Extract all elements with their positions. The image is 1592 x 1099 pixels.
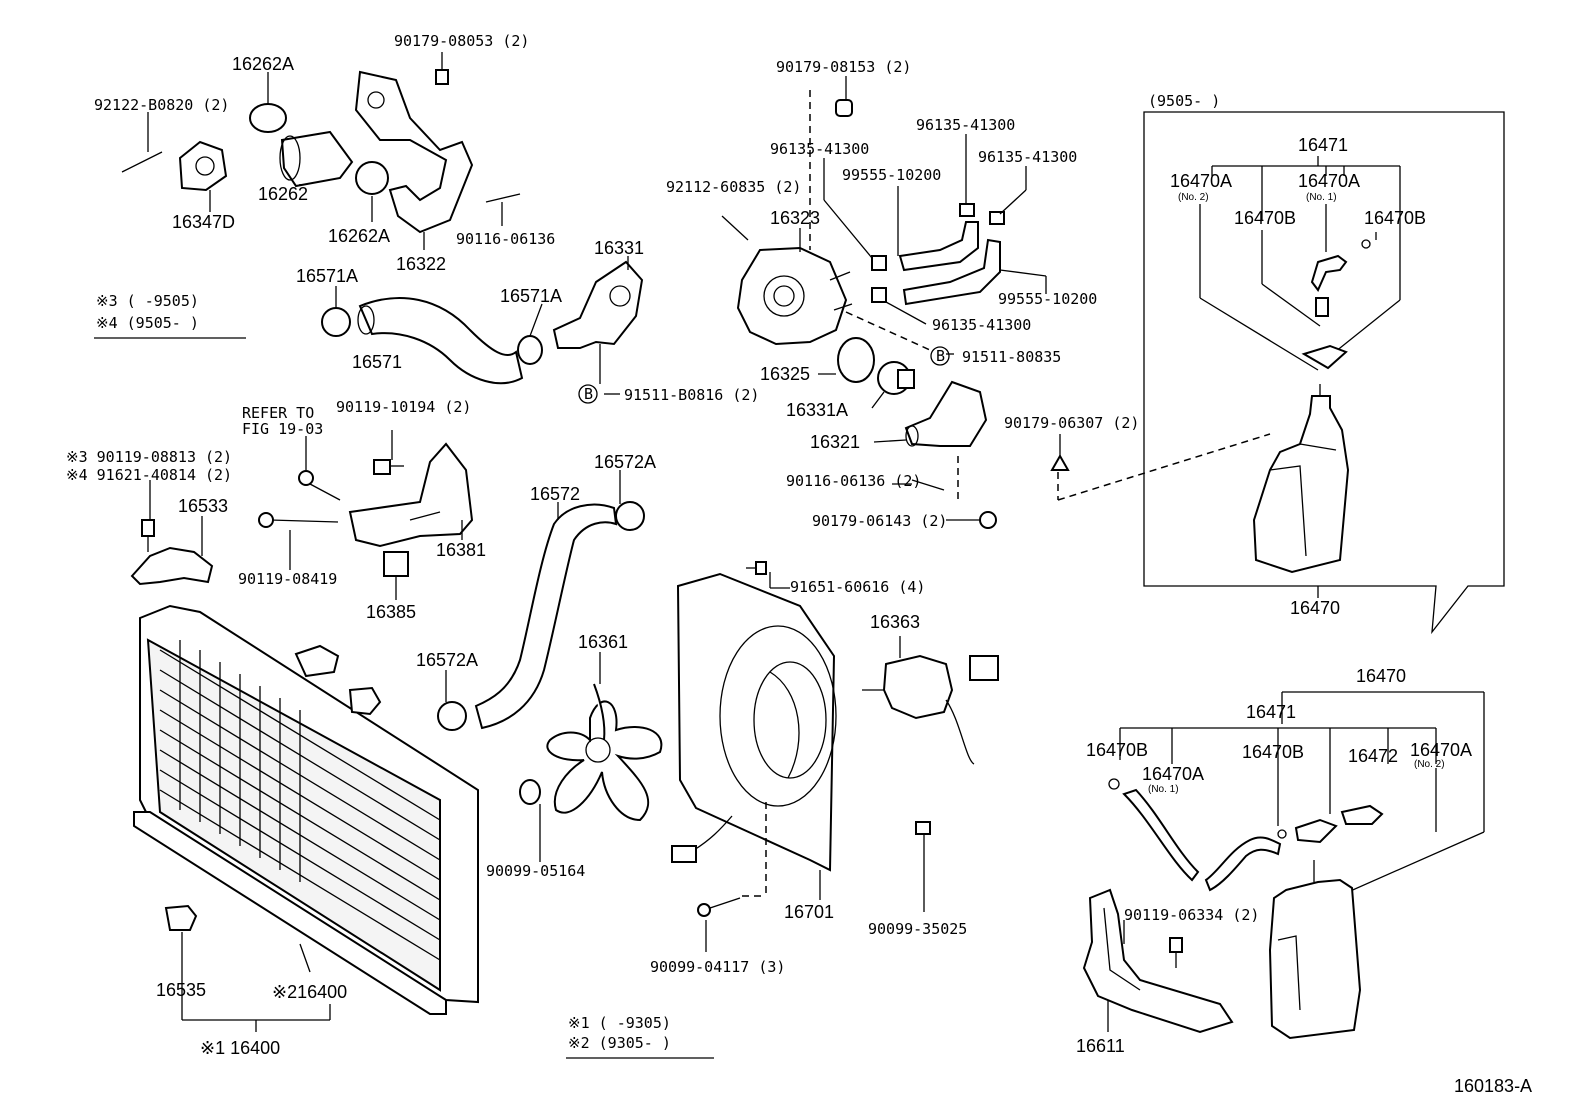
inset-label-16470A-no1: 16470A (1298, 171, 1360, 191)
inset-label-16470A-no2: 16470A (1170, 171, 1232, 191)
label-16571A-left: 16571A (296, 266, 358, 286)
label-16385: 16385 (366, 602, 416, 622)
note-4-dates: ※4 (9505- ) (96, 314, 199, 332)
diagram-id: 160183-A (1454, 1076, 1532, 1096)
label-16572A-top: 16572A (594, 452, 656, 472)
radiator-group (133, 604, 479, 1032)
radiator-core-fins (159, 640, 441, 961)
thermostat-housing-group (721, 76, 1271, 529)
label-16322: 16322 (396, 254, 446, 274)
label-90099-05164: 90099-05164 (486, 862, 585, 880)
label-16611: 16611 (1076, 1036, 1125, 1056)
fan-shroud-group (519, 561, 999, 952)
label-refer-fig: FIG 19-03 (242, 420, 323, 438)
label-90119-08419: 90119-08419 (238, 570, 337, 588)
label-96135-41300-d: 96135-41300 (932, 316, 1031, 334)
label-circle-b-2: B (584, 385, 593, 403)
label-16572A-bottom: 16572A (416, 650, 478, 670)
label-16361: 16361 (578, 632, 628, 652)
label-16363: 16363 (870, 612, 920, 632)
lower-hose-group (437, 470, 645, 731)
label-90099-35025: 90099-35025 (868, 920, 967, 938)
label-90119-08813: ※3 90119-08813 (2) (66, 448, 232, 466)
label-16262A-bottom: 16262A (328, 226, 390, 246)
label-96135-41300-b: 96135-41300 (770, 140, 869, 158)
label-16535: 16535 (156, 980, 206, 1000)
inset-label-16470B-a: 16470B (1234, 208, 1296, 228)
label-16572: 16572 (530, 484, 580, 504)
label-16571A-right: 16571A (500, 286, 562, 306)
label-90179-08153: 90179-08153 (2) (776, 58, 911, 76)
lower-label-16470: 16470 (1356, 666, 1406, 686)
label-16331A: 16331A (786, 400, 848, 420)
label-circle-b-1: B (936, 347, 945, 365)
label-92122-B0820: 92122-B0820 (2) (94, 96, 229, 114)
inlet-hose-group (321, 256, 644, 395)
inset-label-16470B-b: 16470B (1364, 208, 1426, 228)
label-16571: 16571 (352, 352, 402, 372)
label-90119-06334: 90119-06334 (2) (1124, 906, 1259, 924)
note-2-dates: ※2 (9305- ) (568, 1034, 671, 1052)
lower-label-16470B-b: 16470B (1242, 742, 1304, 762)
label-refer-to: REFER TO (242, 404, 314, 422)
label-99555-10200-b: 99555-10200 (998, 290, 1097, 308)
label-16262A-top: 16262A (232, 54, 294, 74)
label-16381: 16381 (436, 540, 486, 560)
label-16321: 16321 (810, 432, 860, 452)
reservoir-lower-group (1082, 691, 1485, 1040)
label-16262: 16262 (258, 184, 308, 204)
inset-label-no2: (No. 2) (1178, 192, 1209, 203)
note-3-dates: ※3 ( -9505) (96, 292, 199, 310)
label-90119-10194: 90119-10194 (2) (336, 398, 471, 416)
label-99555-10200-a: 99555-10200 (842, 166, 941, 184)
label-16325: 16325 (760, 364, 810, 384)
label-91511-B0816: 91511-B0816 (2) (624, 386, 759, 404)
label-90179-06143: 90179-06143 (2) (812, 512, 947, 530)
lower-label-16470A-no1: 16470A (1142, 764, 1204, 784)
note-1-dates: ※1 ( -9305) (568, 1014, 671, 1032)
label-91511-80835: 91511-80835 (962, 348, 1061, 366)
label-16347D: 16347D (172, 212, 235, 232)
label-90179-08053: 90179-08053 (2) (394, 32, 529, 50)
bracket-group (130, 430, 474, 600)
inset-label-no1: (No. 1) (1306, 192, 1337, 203)
label-90116-06136-mid: 90116-06136 (2) (786, 472, 921, 490)
part-labels: 90179-08053 (2) 16262A 92122-B0820 (2) 1… (66, 32, 1532, 1096)
label-90116-06136-top: 90116-06136 (456, 230, 555, 248)
water-outlet-group (121, 69, 521, 234)
label-96135-41300-a: 96135-41300 (916, 116, 1015, 134)
label-16701: 16701 (784, 902, 834, 922)
circle-b-icon (578, 384, 598, 404)
leader-lines-top-left (147, 52, 503, 250)
inset-label-16471: 16471 (1298, 135, 1348, 155)
label-16331: 16331 (594, 238, 644, 258)
reservoir-inset-group (1143, 111, 1505, 635)
label-16323: 16323 (770, 208, 820, 228)
lower-label-16472: 16472 (1348, 746, 1398, 766)
label-216400: ※216400 (272, 982, 347, 1002)
label-16533: 16533 (178, 496, 228, 516)
lower-label-16470A-no2: 16470A (1410, 740, 1472, 760)
lower-label-16470B-a: 16470B (1086, 740, 1148, 760)
label-91621-40814: ※4 91621-40814 (2) (66, 466, 232, 484)
lower-label-16471: 16471 (1246, 702, 1296, 722)
inset-label-16470: 16470 (1290, 598, 1340, 618)
label-90179-06307: 90179-06307 (2) (1004, 414, 1139, 432)
label-92112-60835: 92112-60835 (2) (666, 178, 801, 196)
lower-label-no2: (No. 2) (1414, 759, 1445, 770)
label-91651-60616: 91651-60616 (4) (790, 578, 925, 596)
inset-date-range: (9505- ) (1148, 92, 1220, 110)
label-116400: ※1 16400 (200, 1038, 280, 1058)
lower-label-no1: (No. 1) (1148, 784, 1179, 795)
label-90099-04117: 90099-04117 (3) (650, 958, 785, 976)
label-96135-41300-c: 96135-41300 (978, 148, 1077, 166)
